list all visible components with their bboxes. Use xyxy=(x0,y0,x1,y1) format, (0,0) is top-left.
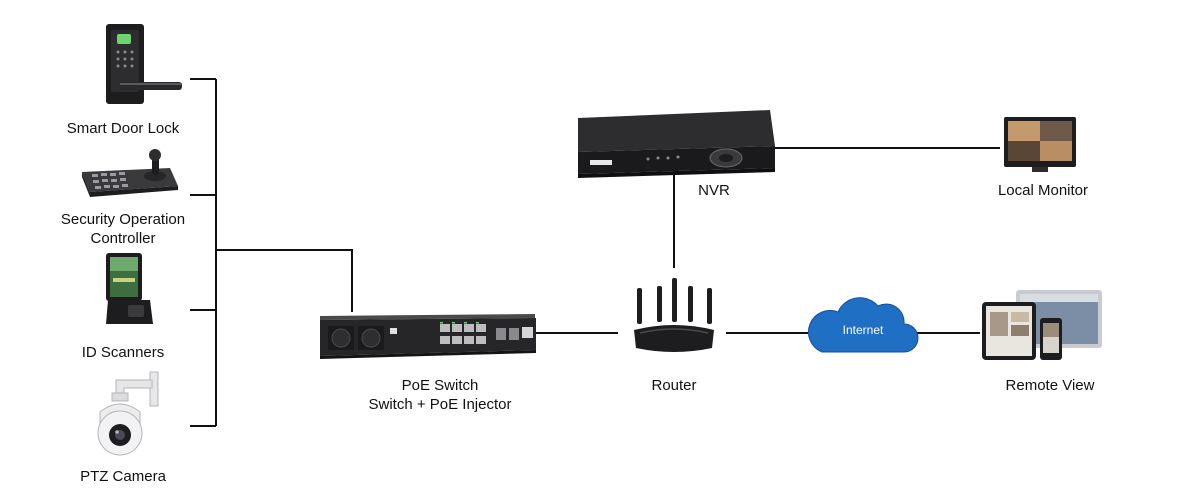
poe-switch-icon xyxy=(320,314,536,359)
id-scanners-label: ID Scanners xyxy=(81,344,165,361)
poe-switch-label: PoE Switch Switch + PoE Injector xyxy=(345,376,535,414)
security-controller-label-line2: Controller xyxy=(90,230,156,247)
internet-label: Internet xyxy=(842,323,884,337)
security-controller-label-line1: Security Operation xyxy=(60,211,186,228)
remote-view-label: Remote View xyxy=(1005,377,1095,394)
security-controller-icon xyxy=(82,149,178,197)
bus-to-switch-link xyxy=(216,249,353,312)
connection-lines xyxy=(190,78,1000,427)
id-scanner-icon xyxy=(106,253,153,324)
remote-view-devices-icon xyxy=(982,290,1102,360)
nvr-label: NVR xyxy=(698,182,730,199)
smart-door-lock-icon xyxy=(106,24,182,104)
poe-switch-label-line2: Switch + PoE Injector xyxy=(368,396,512,413)
nvr-icon xyxy=(578,110,775,178)
smart-door-lock-label: Smart Door Lock xyxy=(66,120,180,137)
security-controller-label: Security Operation Controller xyxy=(40,210,206,248)
local-monitor-icon xyxy=(1004,117,1076,172)
poe-switch-label-line1: PoE Switch xyxy=(401,377,479,394)
local-monitor-label: Local Monitor xyxy=(997,182,1089,199)
ptz-camera-label: PTZ Camera xyxy=(80,468,166,485)
router-icon xyxy=(634,278,714,352)
router-label: Router xyxy=(651,377,697,394)
internet-cloud-icon xyxy=(807,297,919,353)
ptz-camera-icon xyxy=(97,371,159,456)
